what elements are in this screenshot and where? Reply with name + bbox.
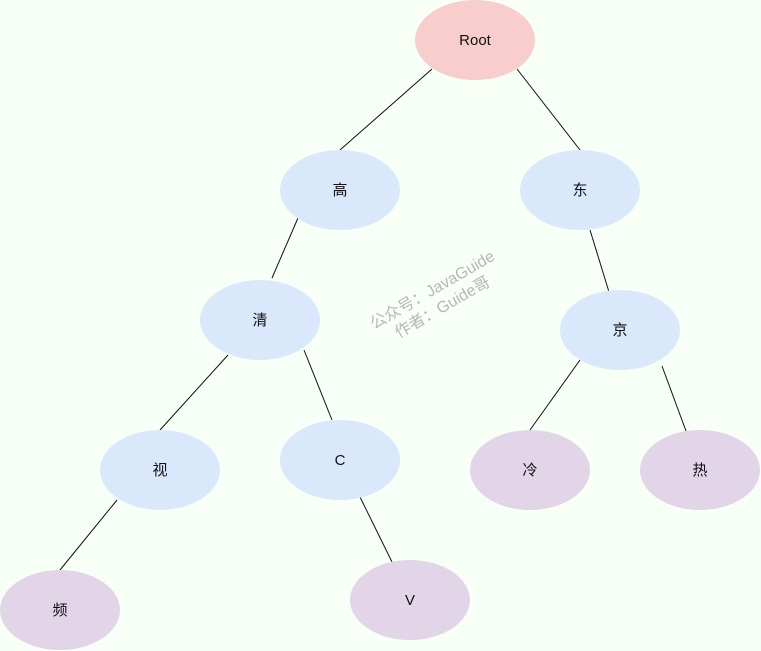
edge-root-dong [516, 68, 581, 151]
node-leng: 冷 [470, 430, 590, 510]
node-root-shape [415, 0, 535, 80]
node-dong-shape [520, 150, 640, 230]
node-leng-shape [470, 430, 590, 510]
node-shi: 视 [100, 430, 220, 510]
node-re: 热 [640, 430, 760, 510]
node-re-label: 热 [692, 462, 707, 479]
node-jing: 京 [560, 290, 680, 370]
node-gao-label: 高 [332, 182, 347, 199]
node-v: V [350, 560, 470, 640]
node-v-label: V [405, 592, 415, 609]
node-dong-label: 东 [572, 182, 587, 199]
node-root: Root [415, 0, 535, 80]
node-gao-shape [280, 150, 400, 230]
node-pin-shape [0, 570, 120, 650]
edge-gao-qing [271, 217, 299, 279]
node-gao: 高 [280, 150, 400, 230]
edge-c-v [359, 496, 393, 563]
node-leng-label: 冷 [522, 462, 537, 479]
node-shi-label: 视 [152, 462, 167, 479]
node-pin-label: 频 [52, 602, 67, 619]
node-v-shape [350, 560, 470, 640]
node-qing-shape [200, 280, 320, 360]
edge-qing-c [303, 349, 333, 421]
edge-qing-shi [159, 354, 229, 431]
edge-shi-pin [59, 499, 118, 571]
node-qing-label: 清 [252, 312, 267, 329]
node-re-shape [640, 430, 760, 510]
edge-root-gao [339, 68, 433, 151]
node-pin: 频 [0, 570, 120, 650]
node-jing-shape [560, 290, 680, 370]
node-jing-label: 京 [612, 322, 627, 339]
node-root-label: Root [459, 32, 492, 49]
watermark: 公众号：JavaGuide 作者：Guide哥 [367, 247, 498, 342]
node-qing: 清 [200, 280, 320, 360]
edge-jing-leng [529, 359, 581, 431]
edge-dong-jing [589, 229, 610, 293]
edges-layer [59, 68, 687, 571]
node-c-label: C [335, 452, 346, 469]
edge-jing-re [661, 365, 687, 432]
node-c: C [280, 420, 400, 500]
node-c-shape [280, 420, 400, 500]
node-shi-shape [100, 430, 220, 510]
node-dong: 东 [520, 150, 640, 230]
